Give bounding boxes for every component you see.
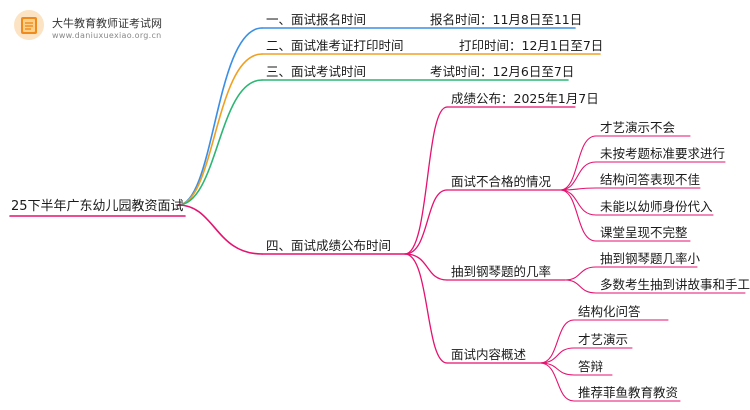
branch-4-link <box>177 204 263 255</box>
group-1-link <box>404 189 448 255</box>
piano-odds-item: 抽到钢琴题几率小 <box>600 251 701 266</box>
brand-name: 大牛教育教师证考试网 <box>52 17 162 30</box>
group-content-overview-label: 面试内容概述 <box>451 347 527 362</box>
branch-2-link <box>177 53 263 206</box>
content-link <box>539 347 575 364</box>
branch-3-detail: 考试时间：12月6日至7日 <box>430 64 575 79</box>
book-icon <box>14 10 44 40</box>
piano-odds-item: 多数考生抽到讲故事和手工 <box>600 277 750 292</box>
group-fail-reasons-label: 面试不合格的情况 <box>451 174 552 189</box>
branch-1-detail: 报名时间：11月8日至11日 <box>430 12 583 27</box>
piano-odds-link <box>564 279 597 294</box>
content-item: 才艺演示 <box>578 332 629 347</box>
fail-reason-link <box>559 135 597 191</box>
content-item: 答辩 <box>578 359 604 374</box>
group-3-link <box>404 253 448 364</box>
branch-3-label: 三、面试考试时间 <box>266 64 367 79</box>
fail-reason-item: 未能以幼师身份代入 <box>600 199 713 214</box>
fail-reason-link <box>559 189 597 216</box>
publish-link <box>404 106 448 255</box>
publish-date: 成绩公布：2025年1月7日 <box>451 91 599 106</box>
branch-2-detail: 打印时间：12月1日至7日 <box>459 38 604 53</box>
piano-odds-link <box>564 266 597 281</box>
content-link <box>539 319 575 364</box>
content-link <box>539 362 575 402</box>
fail-reason-item: 课堂呈现不完整 <box>600 225 688 240</box>
branch-4-label: 四、面试成绩公布时间 <box>266 238 392 253</box>
content-item: 推荐菲鱼教育教资 <box>578 385 679 400</box>
root-topic: 25下半年广东幼儿园教资面试 <box>11 199 184 214</box>
branch-3-link <box>177 79 263 206</box>
fail-reason-item: 未按考题标准要求进行 <box>600 146 726 161</box>
fail-reason-link <box>559 189 597 242</box>
branch-1-label: 一、面试报名时间 <box>266 12 367 27</box>
branch-2-label: 二、面试准考证打印时间 <box>266 38 404 53</box>
branch-1-link <box>177 27 263 206</box>
brand-logo <box>12 8 46 47</box>
group-piano-odds-label: 抽到钢琴题的几率 <box>451 264 552 279</box>
fail-reason-item: 才艺演示不会 <box>600 120 676 135</box>
fail-reason-link <box>559 161 597 191</box>
fail-reason-item: 结构问答表现不佳 <box>600 172 701 187</box>
content-item: 结构化问答 <box>578 304 641 319</box>
brand-url: www.daniuxuexiao.org.cn <box>52 31 162 40</box>
group-2-link <box>404 253 448 281</box>
content-link <box>539 362 575 376</box>
